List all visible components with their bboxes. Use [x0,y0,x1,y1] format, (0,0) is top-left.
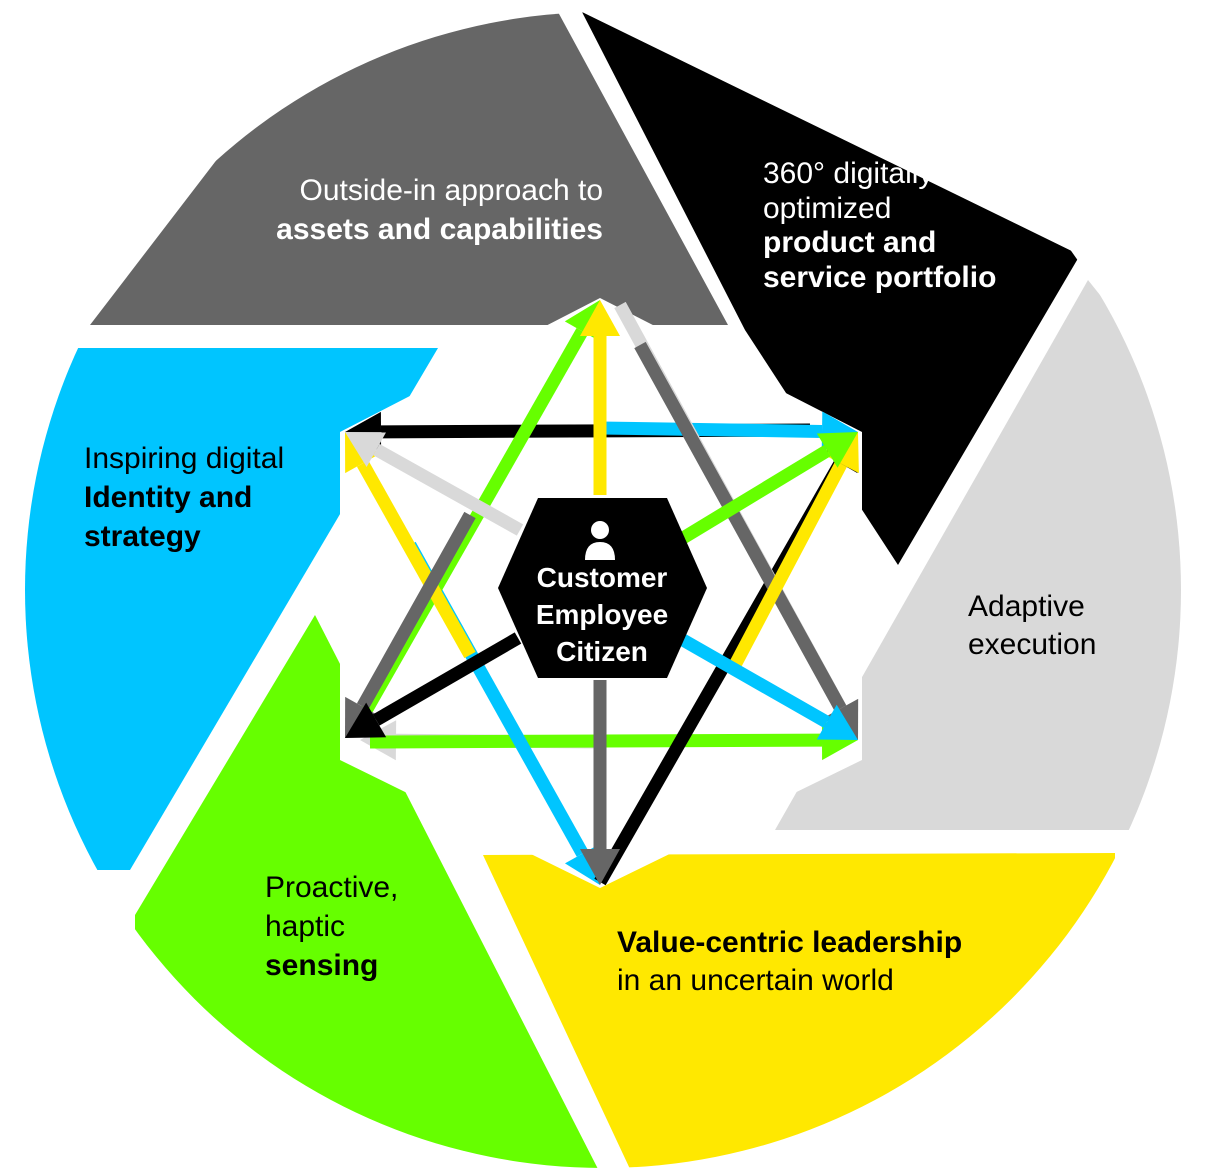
arrow-tr-to-bl-shaft [356,511,476,710]
arrow-network [345,300,859,886]
arrow-b-to-tl-shaft [356,460,476,659]
arrow-hub-to-tl-head [345,432,387,468]
label-assets-line1: Outside-in approach to [299,174,603,207]
arrow-hub-to-bottom-head [580,849,620,885]
segment-sensing [135,615,598,1168]
label-execution-line2: execution [968,628,1096,661]
arrow-hub-to-tr-head [816,432,858,468]
label-identity-line1: Inspiring digital [84,442,284,475]
label-portfolio-line1: 360° digitally [763,157,933,190]
arrow-tl-to-br-shaft [634,341,847,712]
label-execution-line1: Adaptive [968,590,1085,623]
arrow-hub-to-bl-shaft [372,632,522,726]
segment-leadership [483,853,1115,1168]
arrow-hub-to-tr-shaft [679,445,831,544]
hub-label-employee: Employee [536,599,668,630]
segment-assets [90,12,728,325]
segment-portfolio [582,12,1080,565]
segment-identity [25,348,438,870]
segment-execution [775,280,1181,830]
arrow-hub-to-tl-shaft [373,443,524,536]
person-icon [585,521,615,560]
arrow-hub-to-br-shaft [679,634,830,728]
label-sensing-line3: sensing [265,949,378,982]
label-portfolio-line2: optimized [763,192,891,225]
label-identity-line3: strategy [84,520,201,553]
hub-label-citizen: Citizen [556,636,648,667]
label-sensing-line1: Proactive, [265,871,398,904]
arrow-hub-to-top-head [580,300,620,336]
label-leadership-line1: Value-centric leadership [617,926,962,959]
label-portfolio-line4: service portfolio [763,261,996,294]
hub-label-customer: Customer [537,562,668,593]
label-leadership-line2: in an uncertain world [617,964,894,997]
hub-hexagon [498,498,707,678]
label-assets-line2: assets and capabilities [276,213,603,246]
arrow-tl-to-tr-shaft [599,421,823,438]
label-sensing-line2: haptic [265,910,345,943]
label-portfolio-line3: product and [763,226,936,259]
arrow-hub-to-br-head [816,704,858,740]
label-identity-line2: Identity and [84,481,252,514]
arrow-bl-to-tr-shaft [729,460,847,669]
arrow-hub-to-bl-head [345,702,387,738]
